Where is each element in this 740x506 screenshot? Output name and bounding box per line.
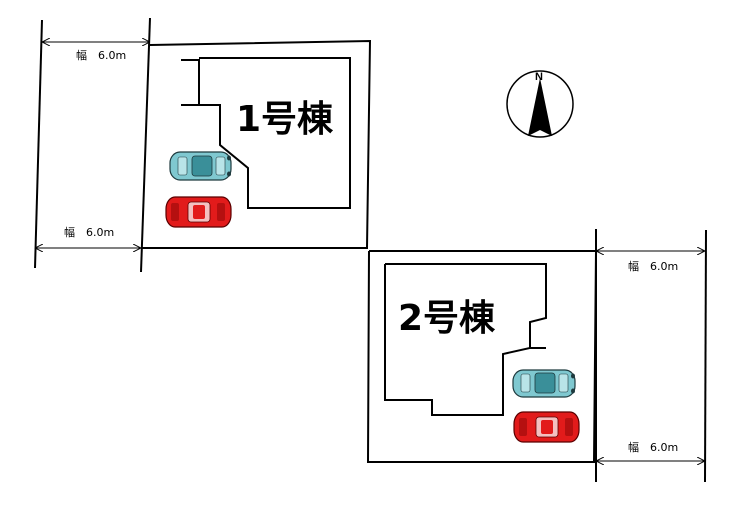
left-road-boundary bbox=[140, 17, 151, 273]
lot-2-label: 2号棟 bbox=[398, 298, 496, 339]
lot-2-boundary bbox=[366, 250, 598, 463]
car-red-icon bbox=[513, 411, 580, 443]
lot-2: 2号棟 bbox=[366, 250, 598, 463]
road-width-label: 幅 6.0m bbox=[64, 226, 114, 239]
compass-needle bbox=[528, 78, 540, 136]
lot-1-label: 1号棟 bbox=[236, 99, 334, 140]
right-road: 幅 6.0m 幅 6.0m bbox=[595, 229, 707, 483]
right-road-edge bbox=[704, 229, 707, 483]
car-red-icon bbox=[165, 196, 232, 228]
compass-north-label: N bbox=[535, 71, 543, 83]
lot-1-fence bbox=[181, 59, 200, 106]
road-width-label: 幅 6.0m bbox=[628, 260, 678, 273]
compass: N bbox=[506, 70, 574, 138]
car-teal-icon bbox=[512, 369, 576, 398]
lot-2-building bbox=[384, 263, 547, 416]
lot-1: 1号棟 bbox=[142, 39, 372, 249]
compass-needle bbox=[540, 78, 552, 136]
left-road-edge bbox=[34, 19, 43, 269]
lot-1-boundary bbox=[142, 39, 372, 249]
left-road: 幅 6.0m 幅 6.0m bbox=[34, 17, 151, 273]
car-teal-icon bbox=[169, 151, 232, 181]
road-width-label: 幅 6.0m bbox=[628, 441, 678, 454]
lot-1-building bbox=[199, 57, 351, 209]
road-width-label: 幅 6.0m bbox=[76, 49, 126, 62]
